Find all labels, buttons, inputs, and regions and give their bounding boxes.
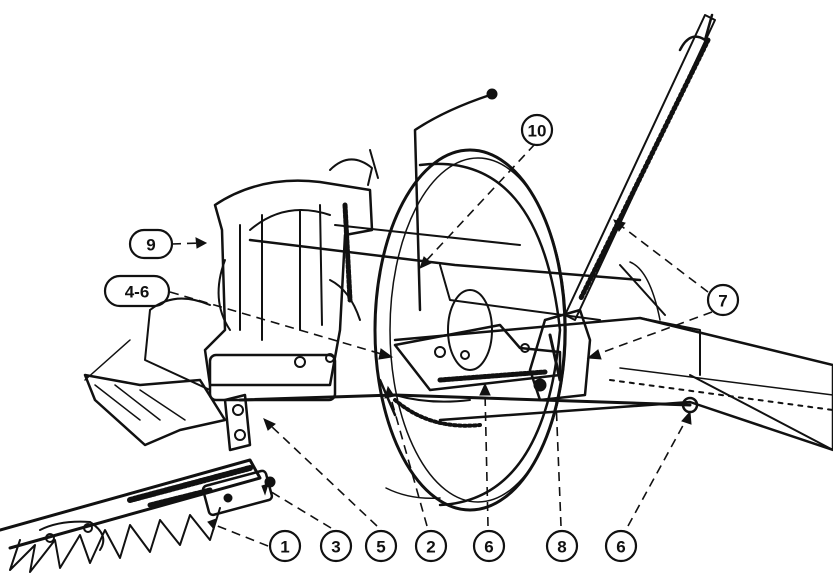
callout-7: 7	[706, 283, 740, 317]
callout-4-6-label: 4-6	[125, 283, 150, 302]
callout-3-circle	[319, 529, 353, 563]
cutter-bar	[0, 458, 262, 573]
callout-4-6-frame	[103, 274, 171, 308]
callout-3-label: 3	[331, 538, 340, 557]
callout-7-circle	[706, 283, 740, 317]
leader-lines	[169, 143, 713, 547]
callout-6-right-circle	[604, 529, 638, 563]
spring-assembly	[147, 469, 276, 517]
inner-shoe	[83, 339, 252, 452]
callout-10-label: 9	[146, 236, 155, 255]
main-beam	[393, 316, 833, 452]
leader-2	[389, 394, 428, 527]
arrowhead-2	[384, 385, 395, 399]
callout-6-middle: 6	[472, 529, 506, 563]
callout-6-right: 6	[604, 529, 638, 563]
leader-10	[171, 242, 201, 245]
pitman-arm	[393, 323, 562, 392]
mower-illustration	[0, 13, 833, 573]
callout-7-label: 7	[718, 292, 727, 311]
callout-2-label: 2	[426, 538, 435, 557]
callout-9-label: 8	[557, 538, 566, 557]
callout-5-circle	[364, 529, 398, 563]
callout-10-frame	[128, 228, 174, 260]
lift-lever	[528, 13, 716, 402]
arrowhead-7-upper	[613, 219, 626, 232]
control-rods	[248, 88, 666, 321]
leader-7-upper	[619, 224, 709, 293]
callout-4-6: 4-6	[103, 274, 171, 308]
callouts: 10 9 4-6 7 1 3 5 2	[103, 113, 740, 563]
arrowhead-5	[263, 418, 276, 431]
leader-6-right	[627, 419, 687, 527]
callout-5-label: 5	[376, 538, 385, 557]
callout-5: 5	[364, 529, 398, 563]
leader-3	[267, 489, 332, 529]
callout-6-middle-label: 6	[484, 538, 493, 557]
arrowhead-7-lower	[586, 349, 602, 360]
callout-2-circle	[414, 529, 448, 563]
leader-1	[214, 524, 269, 547]
callout-8-label: 10	[528, 122, 547, 141]
arrowhead-3	[261, 483, 269, 496]
gear-housing	[144, 149, 379, 402]
arrowhead-1	[207, 518, 217, 531]
arrowhead-6-middle	[479, 382, 491, 396]
callout-10: 9	[128, 228, 174, 260]
leader-7-lower	[594, 311, 713, 356]
drive-wheel	[373, 148, 567, 512]
callout-6-right-label: 6	[616, 538, 625, 557]
callout-3: 3	[319, 529, 353, 563]
leader-4-6	[169, 291, 386, 356]
callout-8: 10	[520, 113, 554, 147]
leader-6-middle	[484, 391, 489, 527]
arrowhead-8	[419, 256, 432, 269]
callout-1: 1	[268, 529, 302, 563]
leader-8	[424, 143, 536, 263]
callout-1-label: 1	[280, 538, 289, 557]
arrowhead-6-right	[681, 410, 692, 425]
callout-8-circle	[520, 113, 554, 147]
callout-9-circle	[545, 529, 579, 563]
arrowhead-4-6	[378, 348, 394, 360]
callout-2: 2	[414, 529, 448, 563]
callout-6-middle-circle	[472, 529, 506, 563]
arrowhead-10	[195, 237, 208, 249]
leader-9	[555, 399, 562, 527]
callout-1-circle	[268, 529, 302, 563]
leader-5	[269, 424, 378, 527]
callout-9: 8	[545, 529, 579, 563]
